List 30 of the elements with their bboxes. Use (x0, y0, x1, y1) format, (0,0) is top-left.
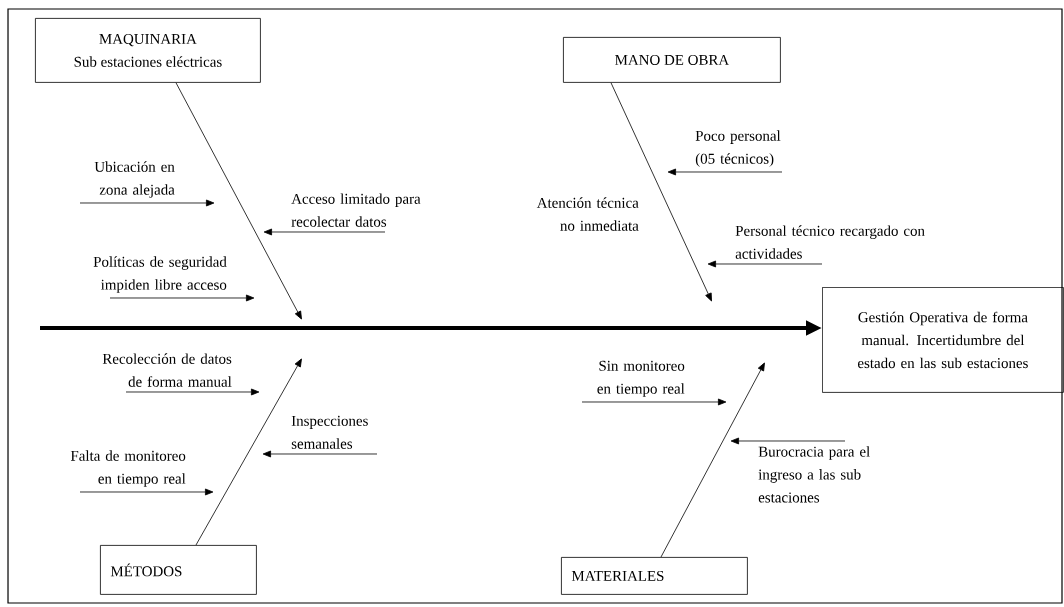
cause-text: Acceso limitado para recolectar datos (291, 193, 421, 227)
cause-arrow (79, 488, 214, 496)
cause-arrow (262, 450, 378, 458)
category-box: MATERIALES (561, 557, 748, 595)
cause-arrow (730, 437, 846, 445)
cause-text: Atención técnica no inmediata (536, 197, 639, 231)
cause-text: Burocracia para el ingreso a las sub estaciones (758, 446, 870, 503)
cause-text: Personal técnico recargado con actividades (735, 225, 925, 259)
bone-arrow (610, 82, 712, 302)
cause-text: Poco personal (05 técnicos) (695, 130, 781, 167)
cause-text: Sin monitoreo en tiempo real (597, 360, 685, 397)
cause-arrow (667, 168, 783, 176)
cause-text: Inspecciones semanales (291, 415, 368, 449)
category-box: MAQUINARIA Sub estaciones eléctricas (35, 18, 261, 83)
cause-arrow (581, 398, 727, 406)
bone-arrow (175, 82, 302, 320)
bone-arrow (195, 358, 302, 546)
cause-text: Ubicación en zona alejada (94, 161, 175, 198)
cause-arrow (707, 260, 823, 268)
cause-text: Recolección de datos de forma manual (102, 353, 232, 387)
cause-arrow (109, 294, 255, 302)
bone-arrow (660, 362, 765, 558)
category-box: MANO DE OBRA (563, 37, 781, 83)
cause-arrow (79, 199, 215, 207)
cause-text: Falta de monitoreo en tiempo real (70, 450, 186, 487)
effect-box: Gestión Operativa de forma manual. Incertidumbre del estado en las sub estaciones (822, 287, 1064, 393)
cause-text: Políticas de seguridad impiden libre acceso (93, 256, 227, 293)
cause-arrow (125, 388, 260, 396)
category-box: MÉTODOS (100, 545, 257, 595)
cause-arrow (263, 228, 386, 236)
